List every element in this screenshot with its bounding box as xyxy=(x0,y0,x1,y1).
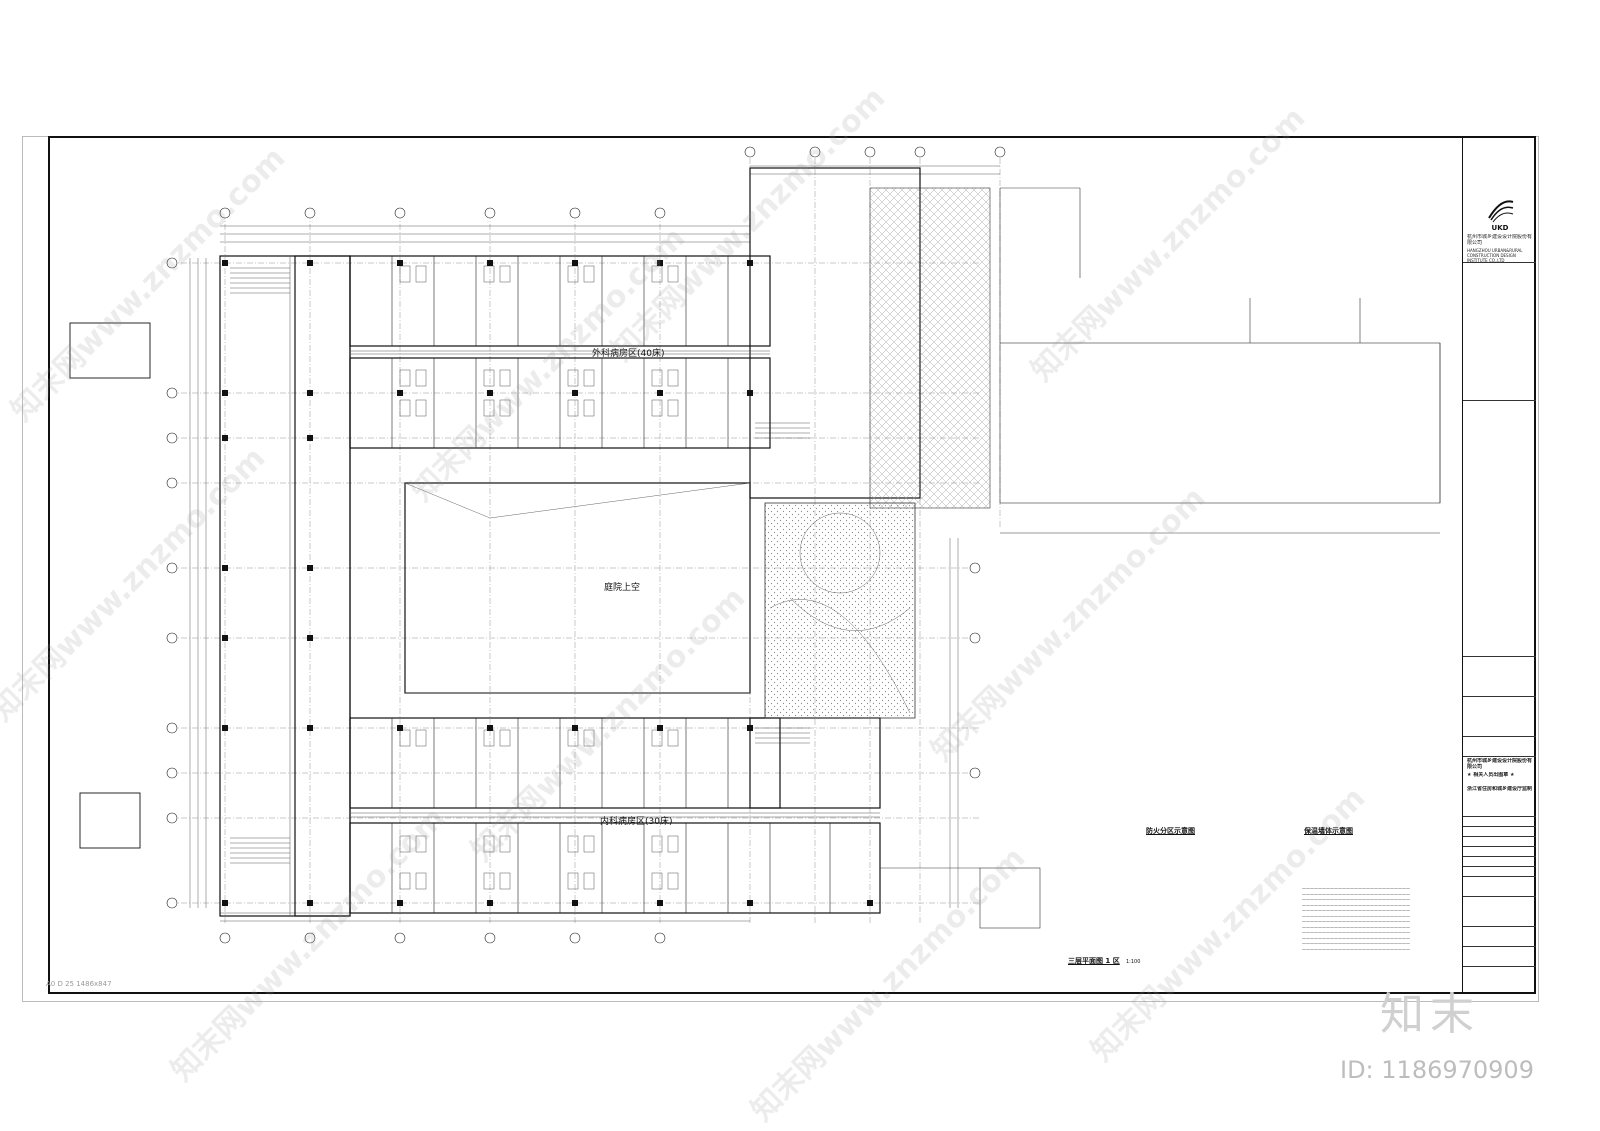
stairs xyxy=(230,267,810,864)
entrance-canopy xyxy=(880,867,1041,929)
floor-plan xyxy=(69,146,1441,944)
right-platform xyxy=(999,187,1441,534)
logo-text: UKD xyxy=(1491,224,1509,232)
title-block: UKD 杭州市城乡建设设计院股份有限公司 HANGZHOU URBAN&RURA… xyxy=(1462,136,1536,994)
resource-id: ID: 1186970909 xyxy=(1340,1056,1534,1084)
insulation-diagram-title: 保温墙体示意图 xyxy=(1304,827,1353,835)
ward-label-surgery: 外科病房区(40床) xyxy=(592,349,665,359)
fire-zone-hatch xyxy=(869,187,991,509)
plan-scale: 1:100 xyxy=(1126,959,1141,965)
fire-zone-diagram-title: 防火分区示意图 xyxy=(1146,827,1195,835)
axis-bubbles-top xyxy=(219,146,1006,944)
bed-furniture xyxy=(399,265,679,890)
stamp-line-2: ★ 相关人员出图章 ★ xyxy=(1467,772,1515,778)
sheet-size-label: A0 D 25 1486x847 xyxy=(46,980,112,988)
corridors xyxy=(289,256,880,916)
ward-rooms-bottom xyxy=(391,718,831,913)
axis-bubbles-left xyxy=(166,257,981,909)
courtyard-label: 庭院上空 xyxy=(604,583,641,593)
structural-columns xyxy=(222,260,873,906)
courtyard-lines xyxy=(404,482,751,694)
stamp-line-1: 杭州市城乡建设设计院股份有限公司 xyxy=(1467,758,1533,770)
annex-boxes xyxy=(69,322,151,849)
garden-circle xyxy=(799,512,881,594)
ward-label-internal: 内科病房区(30床) xyxy=(600,817,673,827)
dimension-lines xyxy=(189,165,1000,922)
garden-dotted xyxy=(764,502,916,719)
company-logo-icon xyxy=(1488,200,1514,223)
company-name-cn: 杭州市城乡建设设计院股份有限公司 xyxy=(1467,234,1533,246)
brand-logo-text: 知末 xyxy=(1380,989,1480,1040)
plan-title: 三层平面图 1 区 xyxy=(1068,957,1120,965)
company-name-en: HANGZHOU URBAN&RURAL CONSTRUCTION DESIGN… xyxy=(1467,248,1523,263)
general-notes: ——————————————————————————— ————————————… xyxy=(1302,886,1410,952)
drawing-frame xyxy=(48,136,1536,994)
stamp-line-3: 浙江省住房和城乡建设厅监制 xyxy=(1467,786,1533,792)
ward-rooms-top xyxy=(391,256,729,448)
